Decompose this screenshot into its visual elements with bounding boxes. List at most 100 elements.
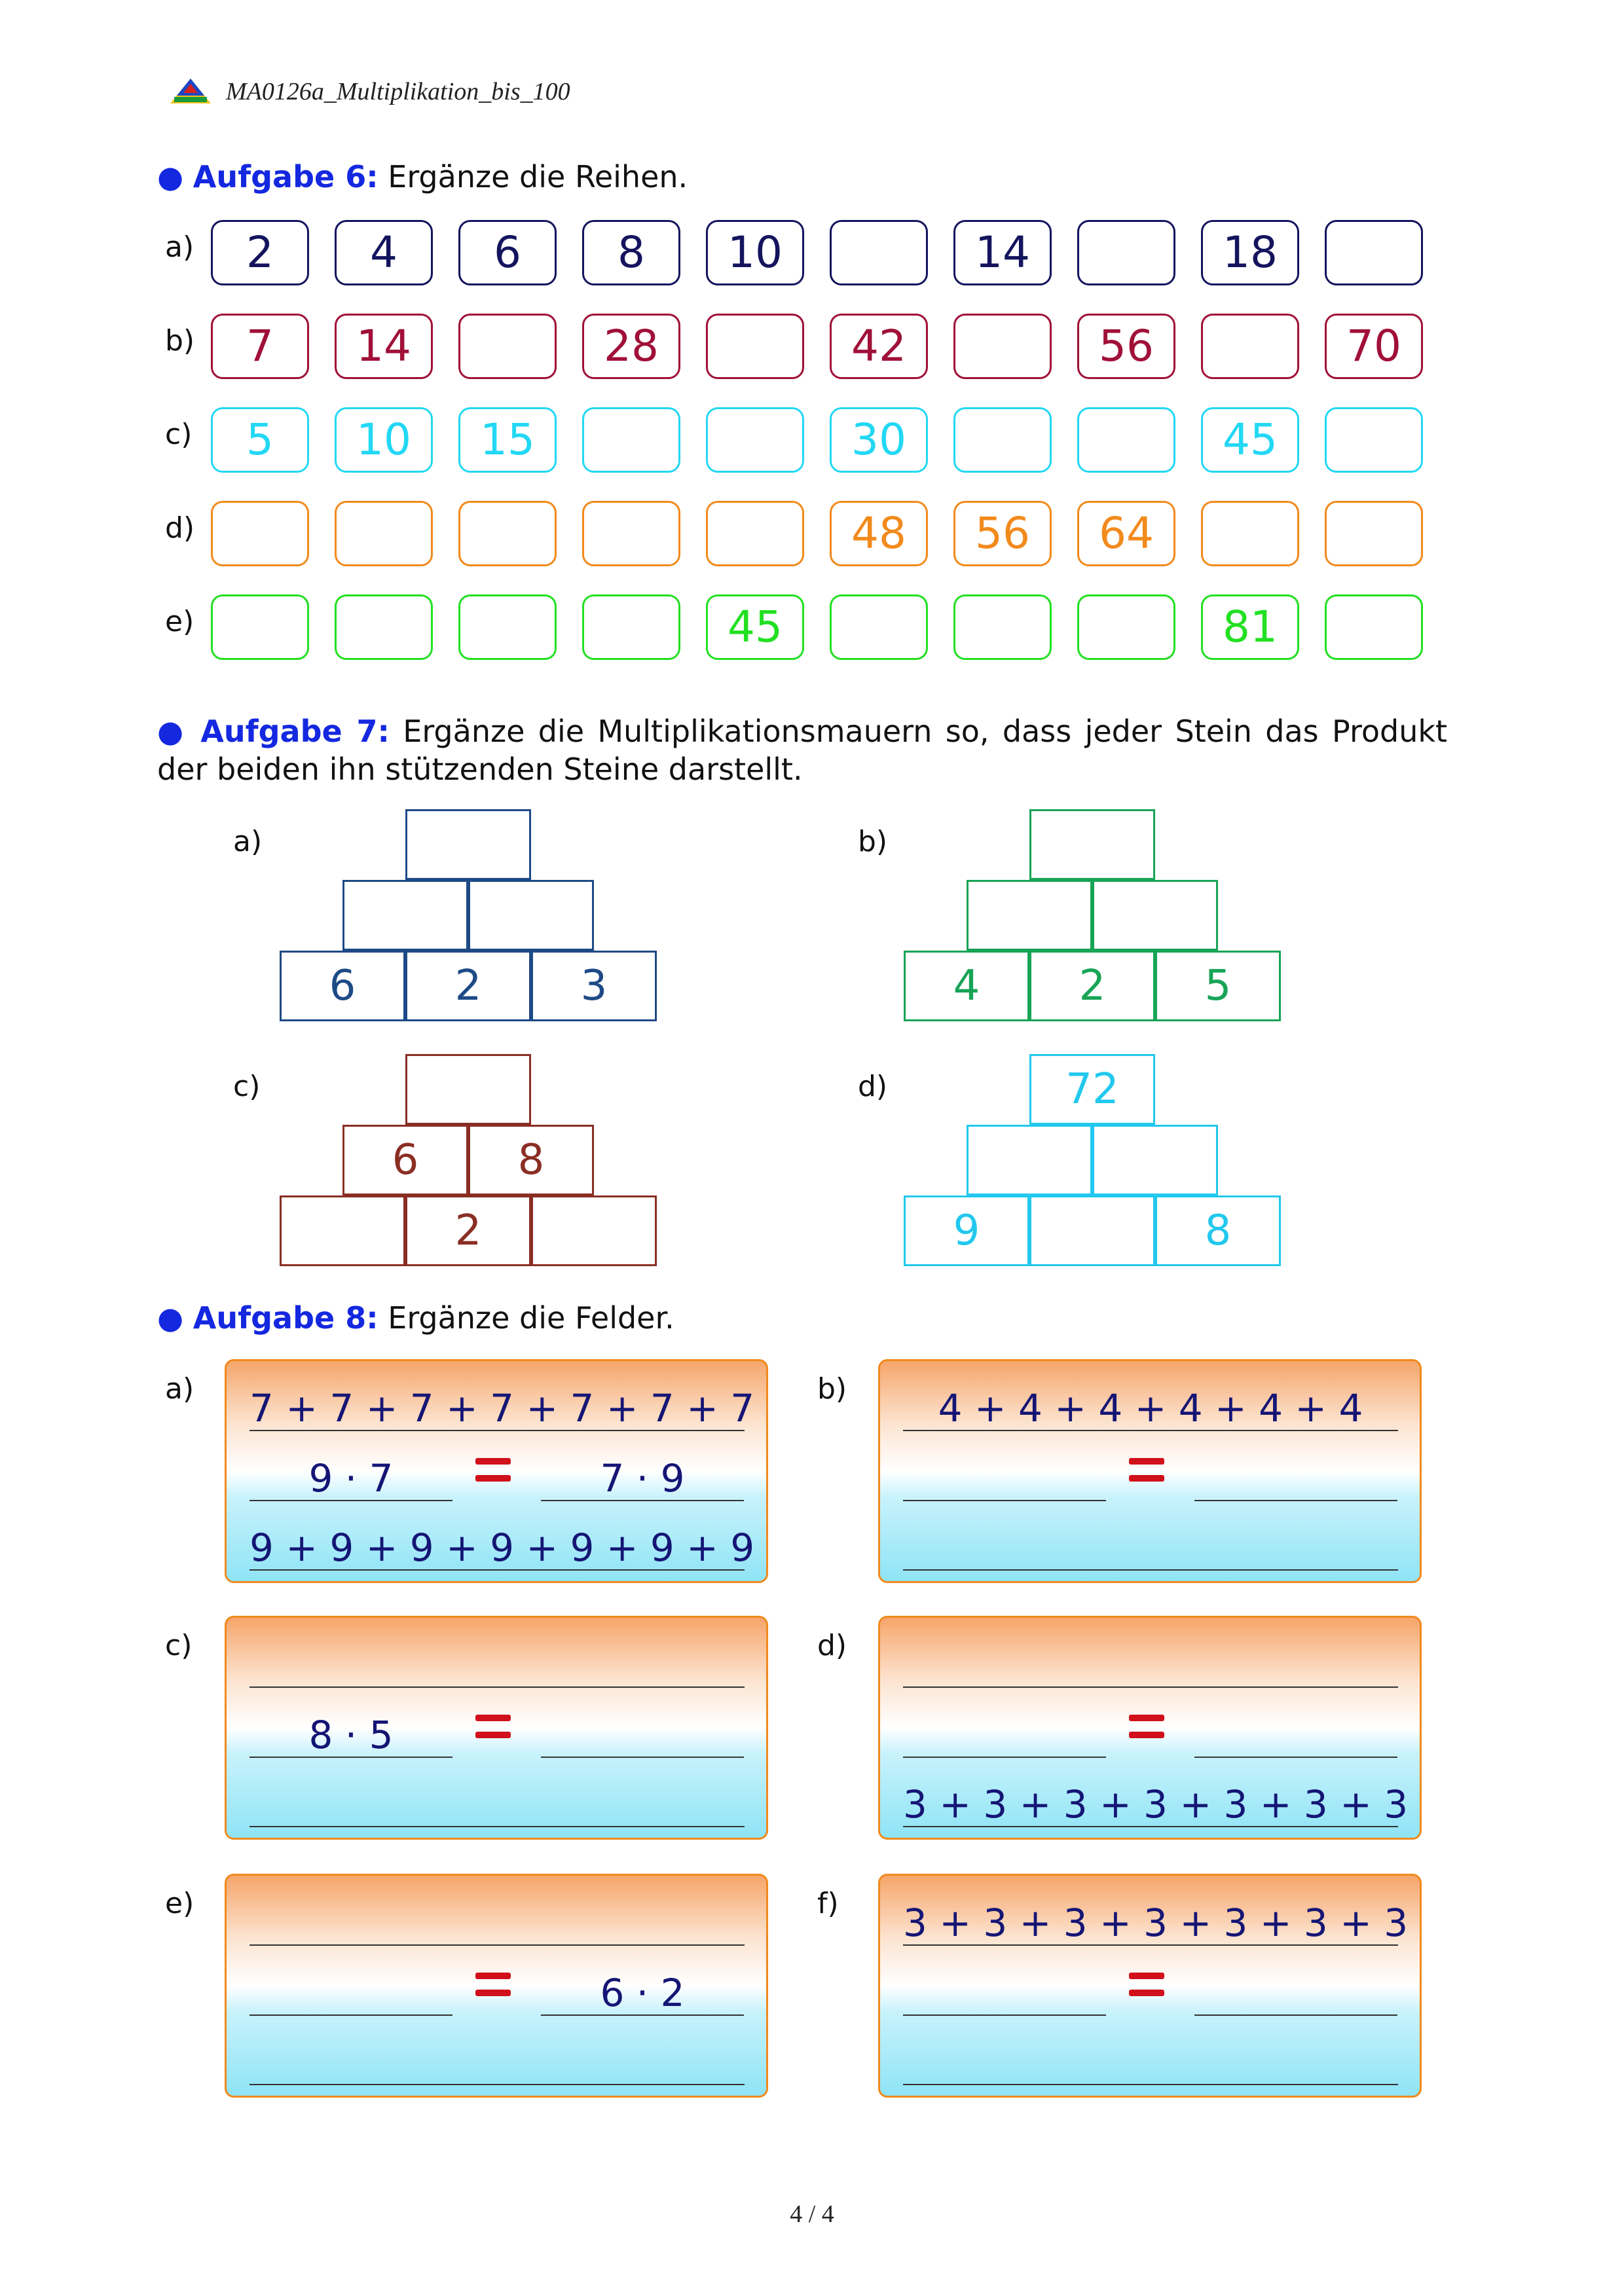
top-sum-line bbox=[903, 1944, 1398, 1946]
task-6-heading: ● Aufgabe 6: Ergänze die Reihen. bbox=[157, 157, 688, 196]
right-product-answer-field[interactable] bbox=[1194, 1716, 1397, 1754]
sequence-cell: 56 bbox=[1077, 314, 1175, 379]
wall-answer-brick[interactable] bbox=[967, 1125, 1092, 1195]
left-product-line bbox=[903, 2014, 1106, 2016]
row-label: e) bbox=[165, 605, 194, 638]
bottom-sum-line bbox=[903, 2084, 1398, 2085]
row-label: b) bbox=[165, 324, 195, 357]
sequence-answer-box[interactable] bbox=[1077, 220, 1175, 285]
wall-answer-brick[interactable] bbox=[531, 1195, 657, 1266]
sequence-answer-box[interactable] bbox=[830, 594, 928, 660]
right-product-line bbox=[1194, 1757, 1397, 1758]
wall-answer-brick[interactable] bbox=[342, 880, 468, 951]
sequence-answer-box[interactable] bbox=[706, 407, 804, 473]
wall-brick: 72 bbox=[1029, 1054, 1155, 1125]
sequence-answer-box[interactable] bbox=[211, 501, 309, 566]
bottom-sum-answer-field[interactable] bbox=[903, 2043, 1398, 2081]
sequence-cell: 70 bbox=[1325, 314, 1423, 379]
sequence-answer-box[interactable] bbox=[458, 314, 557, 379]
right-product-answer-field[interactable] bbox=[1194, 1974, 1397, 2012]
left-product-answer-field[interactable] bbox=[249, 1974, 452, 2012]
wall-brick: 2 bbox=[405, 1195, 531, 1266]
fill-card: 6 · 2 bbox=[225, 1874, 768, 2098]
sequence-answer-box[interactable] bbox=[1325, 501, 1423, 566]
sequence-cell: 10 bbox=[706, 220, 804, 285]
wall-brick: 2 bbox=[1029, 951, 1155, 1021]
top-sum-answer-field[interactable] bbox=[249, 1646, 745, 1684]
right-product-text: 6 · 2 bbox=[600, 1971, 685, 2015]
right-product-answer-field[interactable] bbox=[1194, 1459, 1397, 1497]
bottom-sum-answer-field[interactable] bbox=[249, 2043, 745, 2081]
sequence-answer-box[interactable] bbox=[706, 314, 804, 379]
equals-sign-icon bbox=[475, 1715, 515, 1740]
wall-brick: 2 bbox=[405, 951, 531, 1021]
sequence-cell: 8 bbox=[582, 220, 680, 285]
wall-answer-brick[interactable] bbox=[1029, 1195, 1155, 1266]
fill-card: 3 + 3 + 3 + 3 + 3 + 3 + 3 bbox=[878, 1616, 1422, 1840]
wall-brick: 6 bbox=[342, 1125, 468, 1195]
sequence-cell: 15 bbox=[458, 407, 557, 473]
wall-label: d) bbox=[858, 1070, 888, 1103]
sequence-answer-box[interactable] bbox=[458, 501, 557, 566]
wall-answer-brick[interactable] bbox=[1029, 809, 1155, 880]
bottom-sum-line bbox=[249, 1826, 745, 1827]
bottom-sum-answer-field[interactable] bbox=[903, 1529, 1398, 1567]
sequence-answer-box[interactable] bbox=[1325, 407, 1423, 473]
wall-answer-brick[interactable] bbox=[468, 880, 594, 951]
sequence-answer-box[interactable] bbox=[953, 407, 1052, 473]
top-sum-line bbox=[903, 1686, 1398, 1688]
sequence-answer-box[interactable] bbox=[1201, 314, 1299, 379]
wall-label: b) bbox=[858, 825, 888, 858]
row-label: d) bbox=[165, 511, 195, 545]
equals-sign-icon bbox=[475, 1973, 515, 1997]
bottom-sum-line bbox=[903, 1826, 1398, 1827]
wall-answer-brick[interactable] bbox=[967, 880, 1092, 951]
sequence-cell: 45 bbox=[706, 594, 804, 660]
sequence-answer-box[interactable] bbox=[582, 594, 680, 660]
task-8-heading: ● Aufgabe 8: Ergänze die Felder. bbox=[157, 1298, 674, 1338]
left-product-line bbox=[903, 1500, 1106, 1501]
wall-answer-brick[interactable] bbox=[1092, 880, 1218, 951]
wall-brick: 5 bbox=[1155, 951, 1281, 1021]
sequence-answer-box[interactable] bbox=[458, 594, 557, 660]
sequence-answer-box[interactable] bbox=[335, 501, 433, 566]
left-product-answer-field[interactable] bbox=[903, 1716, 1106, 1754]
left-product-line bbox=[249, 1757, 452, 1758]
left-product-answer-field[interactable] bbox=[903, 1974, 1106, 2012]
row-label: c) bbox=[165, 418, 193, 451]
fill-card: 4 + 4 + 4 + 4 + 4 + 4 bbox=[878, 1359, 1422, 1583]
sequence-answer-box[interactable] bbox=[582, 407, 680, 473]
wall-answer-brick[interactable] bbox=[405, 1054, 531, 1125]
publisher-logo-icon bbox=[170, 79, 211, 103]
bullet-icon: ● bbox=[157, 159, 184, 194]
sequence-answer-box[interactable] bbox=[953, 594, 1052, 660]
left-product-answer-field[interactable] bbox=[903, 1459, 1106, 1497]
wall-answer-brick[interactable] bbox=[1092, 1125, 1218, 1195]
wall-answer-brick[interactable] bbox=[405, 809, 531, 880]
sequence-answer-box[interactable] bbox=[582, 501, 680, 566]
sequence-answer-box[interactable] bbox=[1077, 407, 1175, 473]
right-product-answer-field[interactable] bbox=[541, 1716, 744, 1754]
sequence-answer-box[interactable] bbox=[1201, 501, 1299, 566]
sequence-cell: 4 bbox=[335, 220, 433, 285]
top-sum-line bbox=[249, 1686, 745, 1688]
sequence-answer-box[interactable] bbox=[1325, 594, 1423, 660]
top-sum-text: 4 + 4 + 4 + 4 + 4 + 4 bbox=[938, 1386, 1363, 1430]
sequence-answer-box[interactable] bbox=[211, 594, 309, 660]
top-sum-answer-field[interactable] bbox=[903, 1646, 1398, 1684]
bottom-sum-text: 9 + 9 + 9 + 9 + 9 + 9 + 9 bbox=[249, 1525, 755, 1570]
sequence-cell: 48 bbox=[830, 501, 928, 566]
sequence-cell: 18 bbox=[1201, 220, 1299, 285]
sequence-answer-box[interactable] bbox=[1077, 594, 1175, 660]
top-sum-answer-field[interactable] bbox=[249, 1904, 745, 1942]
sequence-cell: 28 bbox=[582, 314, 680, 379]
sequence-answer-box[interactable] bbox=[953, 314, 1052, 379]
task-7-instruction: Ergänze die Multiplikationsmauern so, da… bbox=[157, 714, 1448, 787]
wall-answer-brick[interactable] bbox=[280, 1195, 405, 1266]
sequence-answer-box[interactable] bbox=[706, 501, 804, 566]
sequence-answer-box[interactable] bbox=[1325, 220, 1423, 285]
wall-brick: 3 bbox=[531, 951, 657, 1021]
sequence-answer-box[interactable] bbox=[830, 220, 928, 285]
bottom-sum-answer-field[interactable] bbox=[249, 1785, 745, 1823]
sequence-answer-box[interactable] bbox=[335, 594, 433, 660]
